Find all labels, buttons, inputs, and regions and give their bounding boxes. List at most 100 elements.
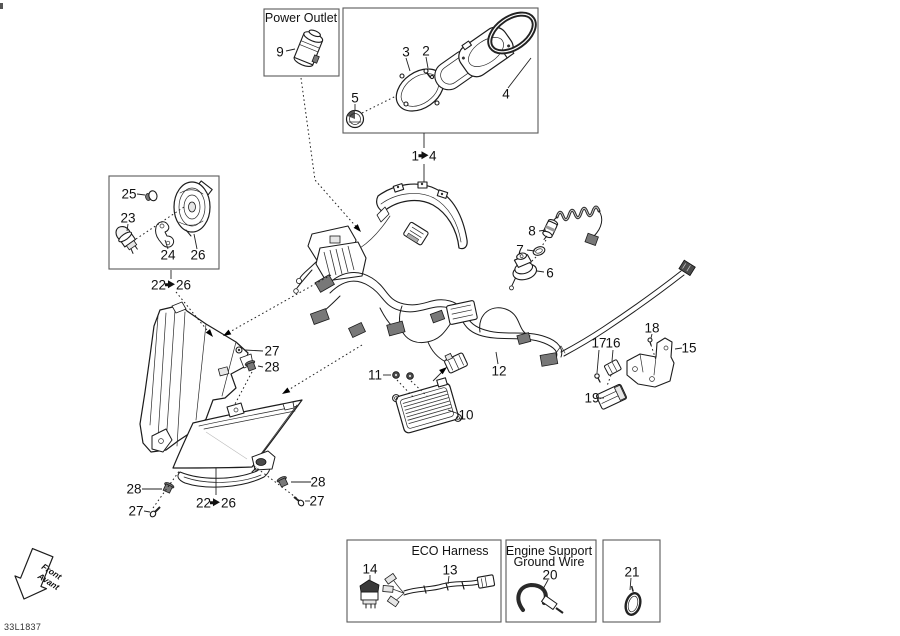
- dotted-reference-lines: [135, 77, 657, 509]
- headlight-bulb: [115, 225, 138, 254]
- part-label-14: 14: [362, 561, 378, 577]
- range-from: 22: [150, 277, 166, 293]
- part-label-5: 5: [351, 90, 359, 106]
- harness-connector: [314, 274, 335, 293]
- power-outlet-box-title: Power Outlet: [264, 10, 338, 25]
- part-label-18: 18: [644, 320, 660, 336]
- retaining-ring: [624, 585, 642, 616]
- grommet-28-left: [162, 482, 175, 494]
- range-to: 26: [221, 495, 237, 511]
- leader-lines: [126, 48, 683, 591]
- screw-27-right: [293, 496, 305, 507]
- engine-ground-box-title-line1: Engine Support: [505, 543, 593, 558]
- arrow-right-icon: [418, 151, 428, 160]
- harness-connector: [309, 308, 330, 325]
- range-label-22-26-top: 22 26: [151, 278, 191, 292]
- part-label-28-mid: 28: [264, 359, 280, 375]
- part-label-20: 20: [542, 567, 558, 583]
- harness-support-bracket: [293, 225, 367, 294]
- part-label-27-left: 27: [128, 503, 144, 519]
- gauge-seal-ring: [487, 11, 537, 55]
- bulb-retainer-clip: [155, 221, 175, 248]
- screw-18: [647, 337, 653, 346]
- lens-corner-bracket: [251, 450, 276, 473]
- part-label-27-right: 27: [309, 493, 325, 509]
- grommet-28-right: [276, 476, 289, 488]
- part-label-12: 12: [491, 363, 507, 379]
- callout-boxes: [108, 7, 661, 623]
- part-label-25: 25: [121, 186, 137, 202]
- eco-harness-wire: [382, 572, 496, 608]
- part-label-2: 2: [422, 43, 430, 59]
- gauge-body: [458, 26, 515, 78]
- tether-key: [542, 219, 559, 240]
- corner-artifact: [0, 3, 3, 9]
- front-direction-arrow: Front Avant: [14, 547, 64, 600]
- switch-cap: [532, 246, 546, 256]
- arrow-right-icon: [210, 498, 220, 507]
- harness-connector: [539, 352, 559, 367]
- mounting-bracket: [626, 337, 675, 388]
- part-label-16: 16: [605, 335, 621, 351]
- range-from: 1: [411, 148, 419, 164]
- screw-17: [594, 373, 601, 383]
- harness-connector: [516, 332, 532, 345]
- regulator-connector: [444, 352, 468, 374]
- headlight-reflector: [173, 180, 213, 237]
- tether-cord-coil: [549, 205, 603, 246]
- wire-end-connector: [678, 259, 696, 277]
- range-label-22-26-bottom: 22 26: [196, 496, 236, 510]
- part-label-19: 19: [584, 390, 600, 406]
- part-label-11: 11: [367, 367, 383, 383]
- gauge-screws: [423, 68, 435, 80]
- part-label-8: 8: [528, 223, 536, 239]
- part-label-24: 24: [160, 247, 176, 263]
- range-to: 4: [429, 148, 437, 164]
- range-to: 26: [176, 277, 192, 293]
- eco-harness-box-title: ECO Harness: [411, 543, 489, 558]
- module-19: [595, 383, 627, 410]
- part-label-10: 10: [458, 407, 474, 423]
- part-label-6: 6: [546, 265, 554, 281]
- part-label-26: 26: [190, 247, 206, 263]
- clip-nut-16: [604, 359, 622, 376]
- headlight-housing: [139, 301, 254, 453]
- part-label-9: 9: [276, 44, 284, 60]
- range-from: 22: [195, 495, 211, 511]
- bulb-cap: [145, 190, 158, 202]
- part-label-23: 23: [120, 210, 136, 226]
- power-outlet-part: [293, 29, 324, 67]
- headlight-lens: [172, 399, 303, 488]
- screw-27-left: [149, 506, 161, 518]
- gauge-cluster-back: [359, 181, 468, 250]
- harness-connector: [429, 309, 446, 324]
- ignition-switch: [509, 252, 538, 291]
- main-wiring-harness: [309, 271, 563, 367]
- part-label-4: 4: [502, 86, 510, 102]
- document-code: 33L1837: [4, 622, 42, 632]
- voltage-regulator: [392, 377, 462, 434]
- part-label-28-right: 28: [310, 474, 326, 490]
- harness-connector: [348, 321, 366, 339]
- arrow-right-icon: [165, 280, 175, 289]
- harness-long-wire: [555, 259, 696, 357]
- screw-27-mid: [235, 346, 243, 354]
- part-label-7: 7: [516, 242, 524, 258]
- engine-ground-box-title-line2: Ground Wire: [513, 554, 585, 569]
- part-label-17: 17: [591, 335, 607, 351]
- gauge-logo-cap: [345, 109, 365, 129]
- harness-connector: [386, 320, 406, 337]
- ground-wire: [516, 582, 564, 614]
- part-label-21: 21: [624, 564, 640, 580]
- gauge-bezel: [395, 68, 445, 112]
- grommet-28-mid: [244, 360, 257, 372]
- part-label-15: 15: [681, 340, 697, 356]
- part-label-3: 3: [402, 44, 410, 60]
- part-label-13: 13: [442, 562, 458, 578]
- harness-relay-block: [446, 300, 478, 325]
- part-label-28-left: 28: [126, 481, 142, 497]
- lens-flange: [177, 461, 271, 488]
